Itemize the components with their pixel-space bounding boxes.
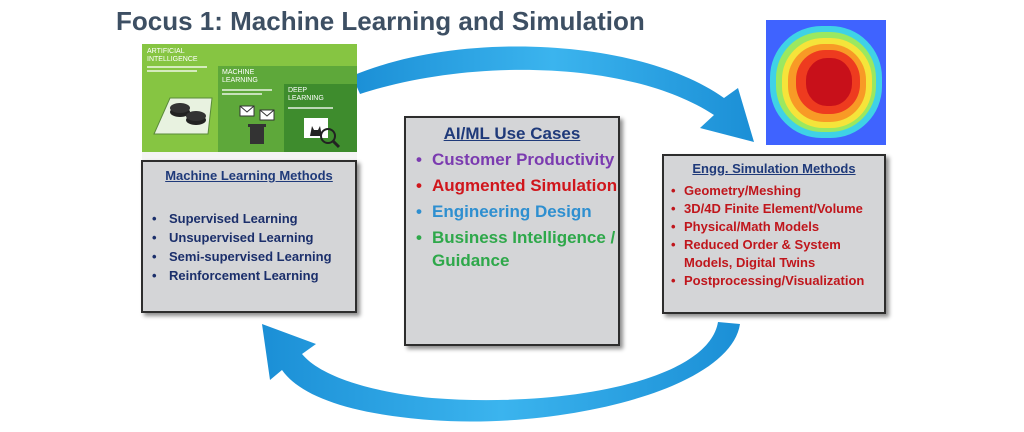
list-item: Physical/Math Models xyxy=(668,218,884,236)
list-item: Geometry/Meshing xyxy=(668,182,884,200)
use-case-augmented-simulation: Augmented Simulation xyxy=(412,174,618,197)
use-case-customer-productivity: Customer Productivity xyxy=(412,148,618,171)
image-recognition-icon xyxy=(304,118,341,149)
use-cases-heading: AI/ML Use Cases xyxy=(443,124,581,143)
use-cases-list: Customer Productivity Augmented Simulati… xyxy=(406,148,618,272)
list-item: 3D/4D Finite Element/Volume xyxy=(668,200,884,218)
use-case-engineering-design: Engineering Design xyxy=(412,200,618,223)
sim-methods-heading: Engg. Simulation Methods xyxy=(692,161,856,176)
ml-methods-list: Supervised Learning Unsupervised Learnin… xyxy=(143,209,355,285)
sim-methods-box: Engg. Simulation Methods Geometry/Meshin… xyxy=(662,154,886,314)
list-item: Semi-supervised Learning xyxy=(149,247,355,266)
ml-methods-box: Machine Learning Methods Supervised Lear… xyxy=(141,160,357,313)
heatmap-image xyxy=(766,20,886,145)
use-case-business-intelligence: Business Intelligence / Guidance xyxy=(412,226,618,272)
cycle-arrow-top xyxy=(352,46,754,143)
spam-filter-icon xyxy=(239,105,275,144)
ai-label: ARTIFICIAL INTELLIGENCE xyxy=(147,48,198,63)
timeline-strip xyxy=(142,152,357,162)
list-item: Postprocessing/Visualization xyxy=(668,272,884,290)
ml-label: MACHINE LEARNING xyxy=(222,69,258,84)
cycle-arrow-bottom xyxy=(262,322,740,422)
page-title: Focus 1: Machine Learning and Simulation xyxy=(116,6,645,36)
ai-timeline-image: ARTIFICIAL INTELLIGENCE MACHINE LEARNING… xyxy=(142,44,357,162)
list-item: Unsupervised Learning xyxy=(149,228,355,247)
list-item: Reinforcement Learning xyxy=(149,266,355,285)
dl-label: DEEP LEARNING xyxy=(288,87,324,102)
ml-methods-heading: Machine Learning Methods xyxy=(165,168,333,183)
use-cases-box: AI/ML Use Cases Customer Productivity Au… xyxy=(404,116,620,346)
list-item: Reduced Order & System Models, Digital T… xyxy=(668,236,884,272)
sim-methods-list: Geometry/Meshing 3D/4D Finite Element/Vo… xyxy=(664,182,884,290)
list-item: Supervised Learning xyxy=(149,209,355,228)
checkers-icon xyxy=(153,97,213,135)
